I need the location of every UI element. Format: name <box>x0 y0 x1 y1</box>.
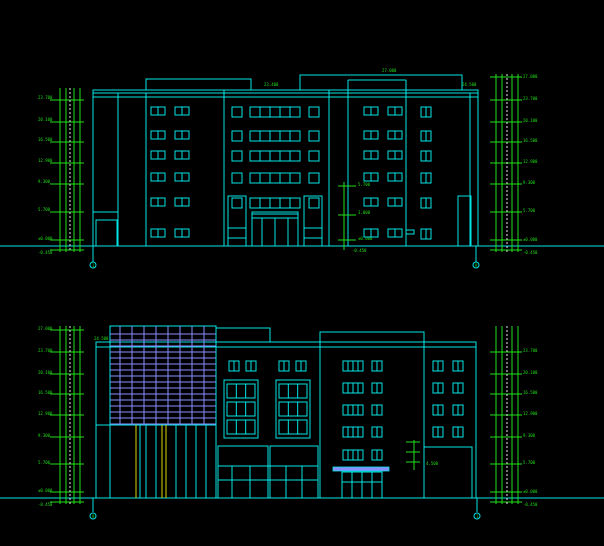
rear-left-level-3: 20.100 <box>38 370 53 375</box>
front-axis-right: 9 <box>475 263 478 268</box>
rear-left-level-6: 9.300 <box>38 433 51 438</box>
front-mid-annotation: 5.700 3.000 ±0.000 -0.450 <box>338 182 373 253</box>
rear-right-level-8: -0.450 <box>523 502 538 507</box>
rear-left-level-8: ±0.000 <box>38 488 53 493</box>
front-left-level-7: ±0.000 <box>38 236 53 241</box>
front-left-level-6: 5.700 <box>38 207 51 212</box>
window <box>226 401 256 417</box>
front-mid-mark-4: -0.450 <box>352 248 367 253</box>
rear-right-level-7: ±0.000 <box>523 489 538 494</box>
front-left-level-8: -0.450 <box>38 250 53 255</box>
window <box>278 419 308 435</box>
window <box>231 172 243 184</box>
window <box>249 197 301 209</box>
front-left-dimension-column: 23.700 20.100 16.500 12.900 9.300 5.700 … <box>38 88 84 255</box>
rear-entrance-canopy <box>332 466 390 499</box>
rear-stair-bays <box>217 379 319 499</box>
window <box>308 130 320 142</box>
window <box>308 197 320 209</box>
rear-right-dimension-column: 23.700 20.100 16.500 12.900 9.300 5.700 … <box>490 326 538 507</box>
front-axis-markers: 1 9 <box>89 246 480 269</box>
front-left-level-4: 12.900 <box>38 158 53 163</box>
front-roof-mark-2: 27.000 <box>382 68 397 73</box>
front-right-level-3: 20.100 <box>523 118 538 123</box>
front-axis-left: 1 <box>92 263 95 268</box>
rear-left-dimension-column: 27.000 23.700 20.100 16.500 12.900 9.300… <box>38 326 84 507</box>
front-roof-mark-1: 23.400 <box>264 82 279 87</box>
front-right-level-6: 9.300 <box>523 180 536 185</box>
window <box>231 106 243 118</box>
rear-left-level-7: 5.700 <box>38 460 51 465</box>
front-roof-mark-3: 24.500 <box>462 82 477 87</box>
front-windows <box>150 106 432 240</box>
front-right-level-4: 16.500 <box>523 138 538 143</box>
rear-mid-annotation: 4.500 <box>406 440 439 470</box>
rear-windows <box>226 360 464 461</box>
rear-left-level-1: 27.000 <box>38 326 53 331</box>
front-mid-mark-3: ±0.000 <box>358 236 373 241</box>
rear-elevation: 27.000 23.700 20.100 16.500 12.900 9.300… <box>0 325 604 520</box>
rear-axis-right: 1 <box>476 514 479 519</box>
front-right-dimension-column: 27.000 23.700 20.100 16.500 12.900 9.300… <box>490 74 538 255</box>
window <box>249 172 301 184</box>
window <box>226 383 256 399</box>
window <box>308 106 320 118</box>
front-right-level-8: ±0.000 <box>523 237 538 242</box>
rear-axis-left: 9 <box>92 514 95 519</box>
rear-left-level-4: 16.500 <box>38 390 53 395</box>
front-left-level-3: 16.500 <box>38 137 53 142</box>
window <box>308 172 320 184</box>
rear-right-level-5: 9.300 <box>523 433 536 438</box>
rear-axis-markers: 9 1 <box>89 498 481 520</box>
front-right-level-5: 12.900 <box>523 159 538 164</box>
front-left-level-1: 23.700 <box>38 95 53 100</box>
front-right-level-1: 27.000 <box>523 74 538 79</box>
rear-left-level-9: -0.450 <box>38 502 53 507</box>
front-elevation: 23.700 20.100 16.500 12.900 9.300 5.700 … <box>0 68 604 269</box>
window <box>278 383 308 399</box>
front-right-level-9: -0.450 <box>523 250 538 255</box>
window <box>231 150 243 162</box>
window <box>226 419 256 435</box>
rear-roof-mark-1: 24.500 <box>94 336 109 341</box>
rear-left-level-2: 23.700 <box>38 348 53 353</box>
window <box>231 197 243 209</box>
front-right-level-2: 23.700 <box>523 96 538 101</box>
window <box>308 150 320 162</box>
window <box>249 150 301 162</box>
rear-mid-mark-1: 4.500 <box>426 461 439 466</box>
front-left-level-2: 20.100 <box>38 117 53 122</box>
rear-right-level-4: 12.900 <box>523 411 538 416</box>
front-right-level-7: 5.700 <box>523 208 536 213</box>
front-mid-mark-1: 5.700 <box>358 182 371 187</box>
front-mid-mark-2: 3.000 <box>358 210 371 215</box>
window <box>249 130 301 142</box>
rear-right-level-3: 16.500 <box>523 390 538 395</box>
window <box>231 130 243 142</box>
rear-right-level-2: 20.100 <box>523 370 538 375</box>
front-main-entrance <box>227 195 323 247</box>
window <box>249 106 301 118</box>
front-left-level-5: 9.300 <box>38 179 51 184</box>
rear-right-level-6: 5.700 <box>523 460 536 465</box>
window <box>278 401 308 417</box>
rear-left-level-5: 12.900 <box>38 411 53 416</box>
rear-curtain-wall <box>96 325 217 499</box>
rear-right-level-1: 23.700 <box>523 348 538 353</box>
